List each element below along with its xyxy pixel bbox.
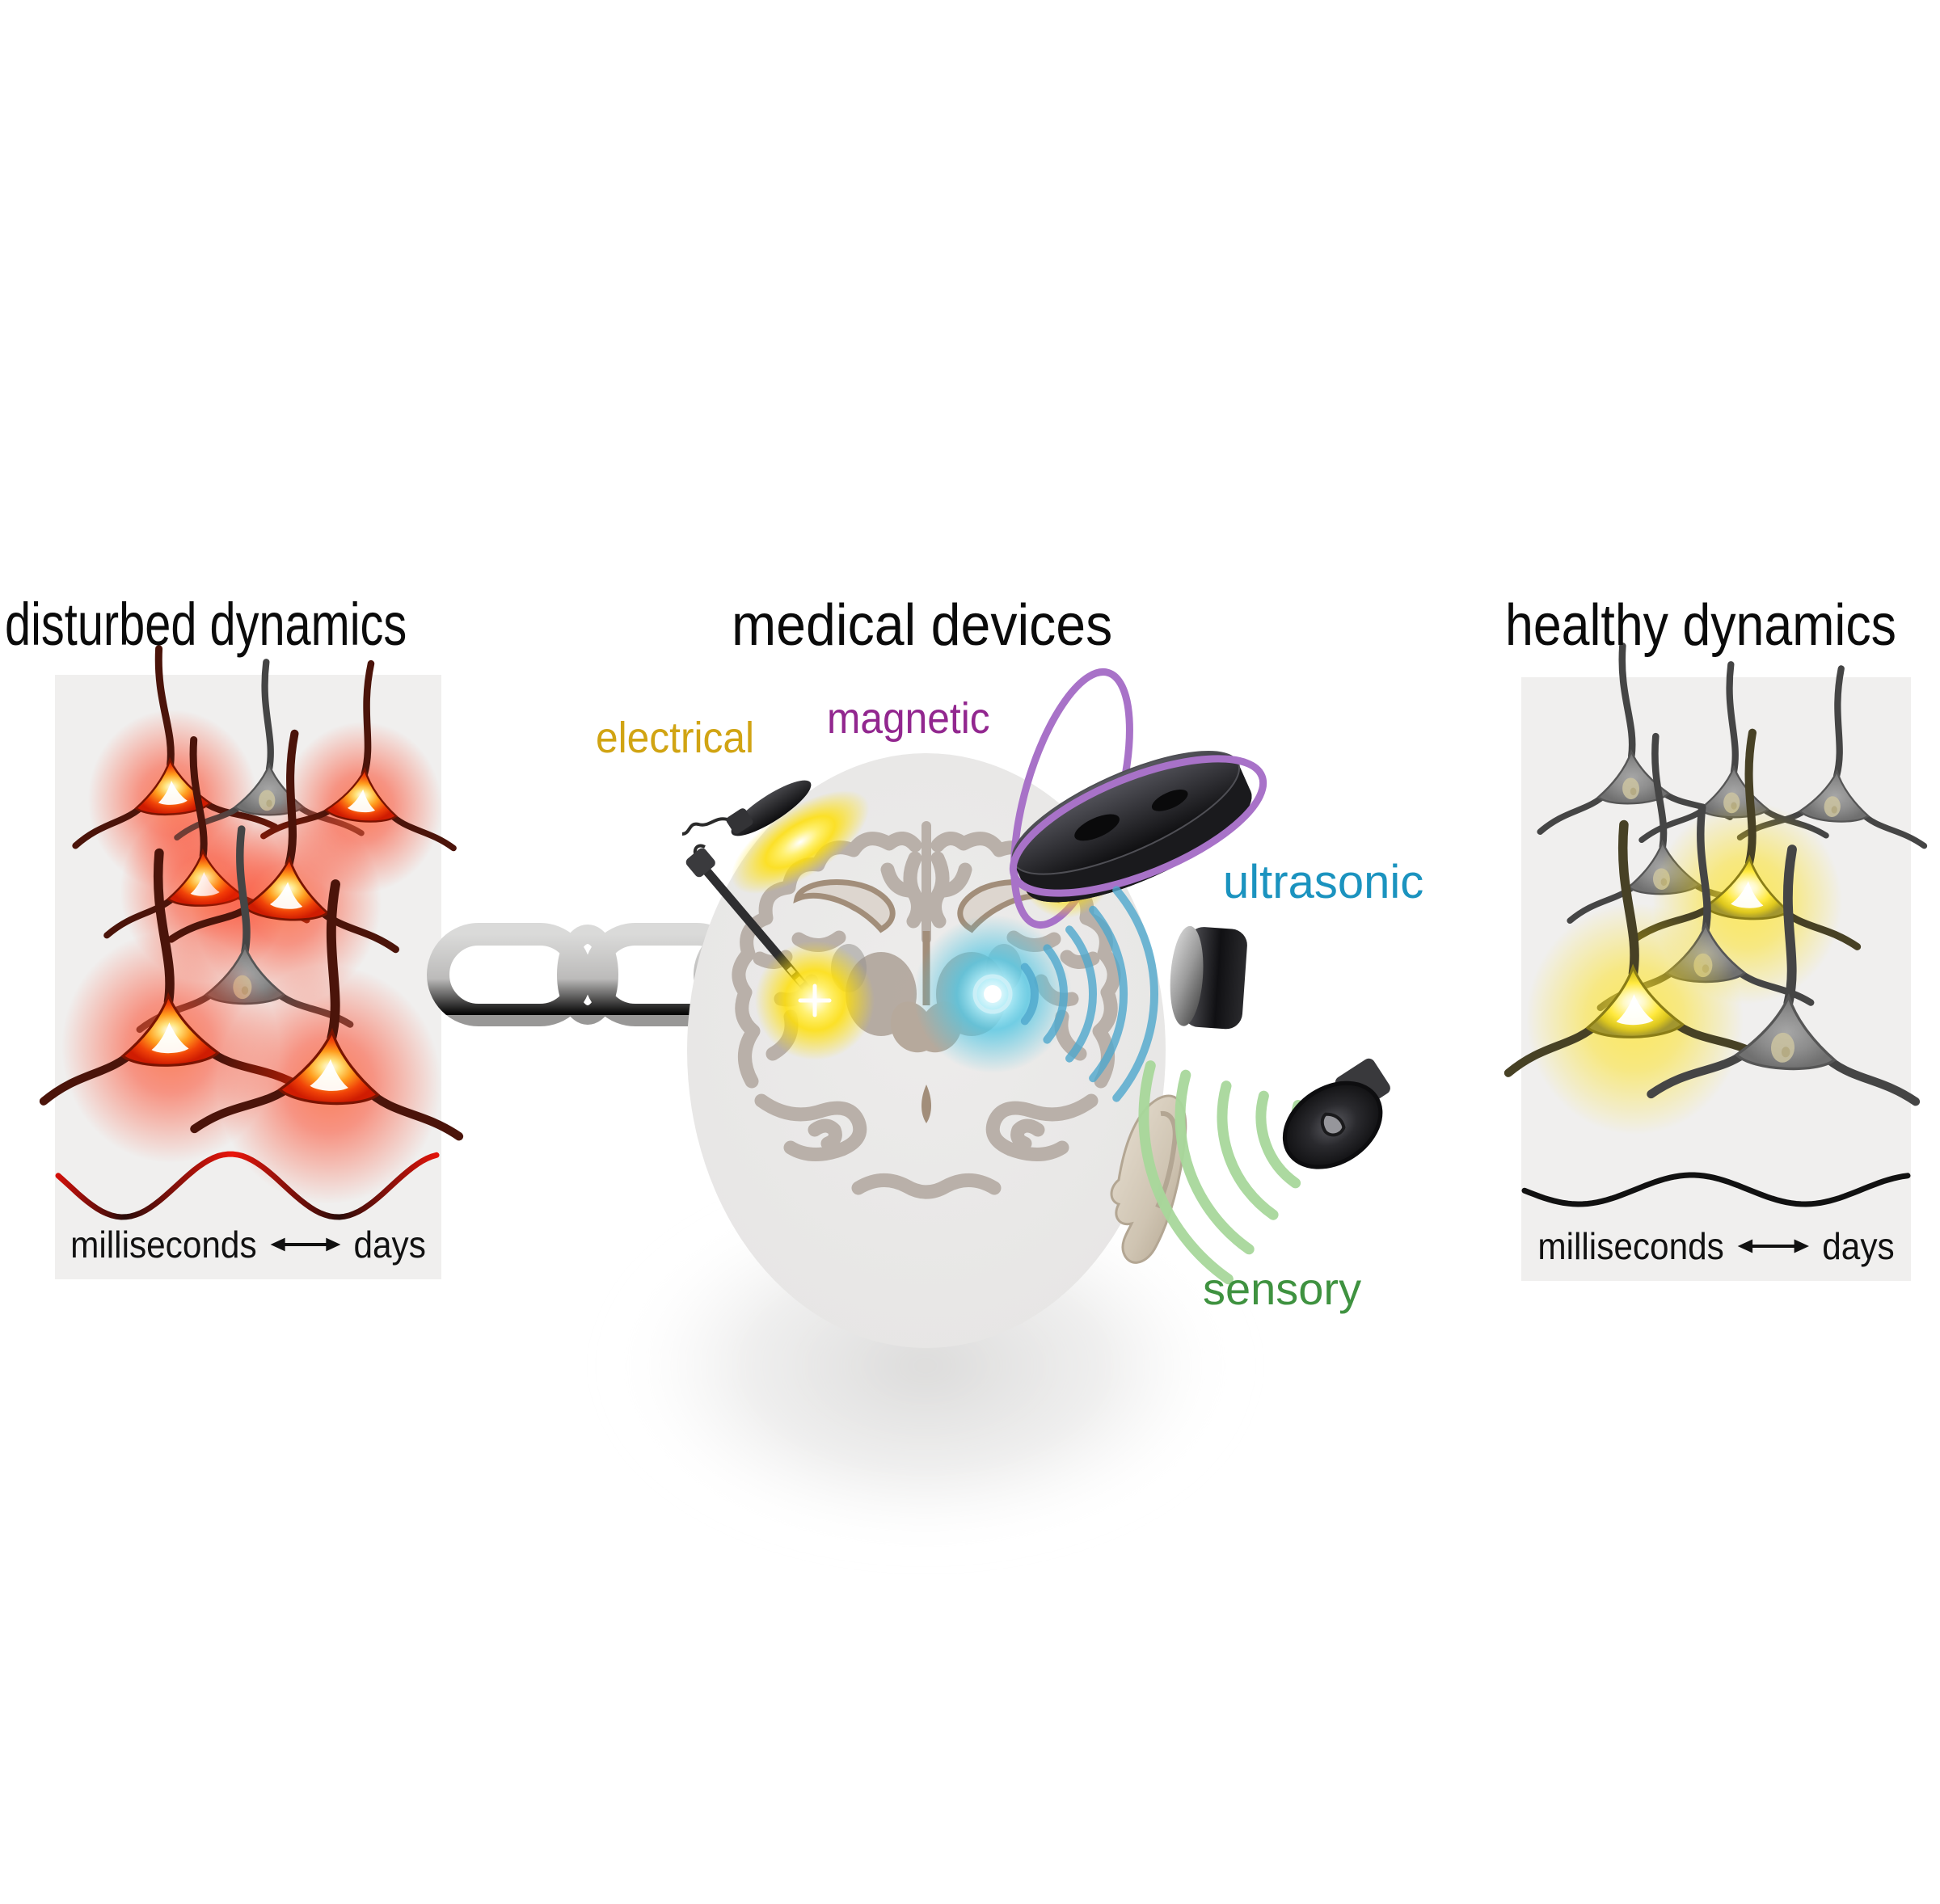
healthy-network-illustration — [1504, 642, 1928, 1207]
electrical-stimulation — [681, 780, 875, 1060]
cortical-glow — [731, 790, 870, 894]
panel-disturbed: milliseconds days — [39, 645, 464, 1279]
soma-highlight — [269, 882, 303, 909]
title-medical-devices: medical devices — [732, 593, 1113, 658]
dbs-electrode-icon — [685, 844, 823, 1007]
soma-highlight — [151, 1022, 189, 1054]
dbs-tip-glow — [755, 941, 875, 1060]
basal-dendrite — [1537, 790, 1611, 835]
sparkle-icon — [798, 984, 832, 1017]
label-sensory: sensory — [1203, 1263, 1362, 1314]
neuron-red — [190, 879, 464, 1204]
apical-dendrite — [154, 645, 175, 769]
panel-healthy: milliseconds days — [1504, 642, 1928, 1281]
timescale-from-label: milliseconds — [1537, 1225, 1724, 1267]
title-disturbed-dynamics: disturbed dynamics — [5, 591, 407, 658]
deep-brain-structures — [793, 882, 1056, 1123]
focal-glow — [913, 915, 1072, 1073]
apical-dendrite — [236, 825, 251, 956]
neuron-soma — [1798, 769, 1870, 823]
ultrasound-transducer-icon — [1170, 925, 1247, 1030]
activity-wave — [55, 1151, 440, 1220]
label-electrical: electrical — [596, 714, 755, 762]
ear-icon — [1110, 1094, 1187, 1264]
surface-electrode-icon — [681, 780, 812, 836]
label-magnetic: magnetic — [827, 694, 990, 743]
timescale-row: milliseconds days — [70, 1223, 426, 1266]
timescale-arrow-icon — [1737, 1239, 1809, 1253]
neuron-gray — [1647, 845, 1921, 1106]
apical-dendrite — [326, 879, 340, 1043]
apical-dendrite — [261, 659, 274, 773]
field-line-back — [1010, 668, 1133, 929]
tms-glow — [1020, 828, 1111, 918]
ultrasound-waves — [1020, 886, 1159, 1102]
apical-dendrite — [1744, 728, 1757, 868]
apical-dendrite — [1782, 845, 1797, 1009]
apical-dendrite — [1726, 661, 1739, 775]
apical-dendrite — [285, 729, 299, 869]
soma-highlight — [1731, 881, 1764, 908]
sound-waves — [1138, 1060, 1322, 1285]
neuron-soma — [1734, 992, 1837, 1071]
soma-highlight — [310, 1059, 348, 1091]
title-healthy-dynamics: healthy dynamics — [1505, 593, 1896, 658]
activity-wave — [1521, 1172, 1911, 1207]
soma-highlight — [1616, 994, 1654, 1026]
soma-highlight — [158, 781, 188, 805]
apical-dendrite — [153, 848, 175, 1007]
apical-dendrite — [1617, 819, 1639, 979]
apical-dendrite — [361, 659, 375, 778]
timescale-to-label: days — [353, 1224, 426, 1266]
apical-dendrite — [1833, 665, 1845, 779]
neuron-gray — [1537, 642, 1734, 835]
apical-dendrite — [1618, 642, 1636, 760]
body-shadow — [602, 1176, 1249, 1556]
timescale-to-label: days — [1822, 1225, 1895, 1267]
apical-dendrite — [189, 735, 208, 860]
neuron-soma — [1596, 748, 1671, 805]
soma-highlight — [347, 789, 376, 813]
ultrasonic-stimulation — [913, 886, 1247, 1102]
apical-dendrite — [1697, 803, 1711, 934]
chain-icon — [427, 923, 858, 1026]
timescale-arrow-icon — [270, 1237, 340, 1252]
timescale-row: milliseconds days — [1537, 1224, 1895, 1268]
sensory-stimulation — [1110, 1058, 1390, 1285]
label-ultrasonic: ultrasonic — [1223, 856, 1424, 908]
apical-dendrite — [1651, 732, 1668, 850]
disturbed-network-illustration — [39, 645, 464, 1220]
brain-illustration — [732, 821, 1114, 1199]
head-silhouette — [687, 753, 1166, 1348]
timescale-from-label: milliseconds — [70, 1224, 257, 1266]
speaker-icon — [1282, 1058, 1390, 1169]
